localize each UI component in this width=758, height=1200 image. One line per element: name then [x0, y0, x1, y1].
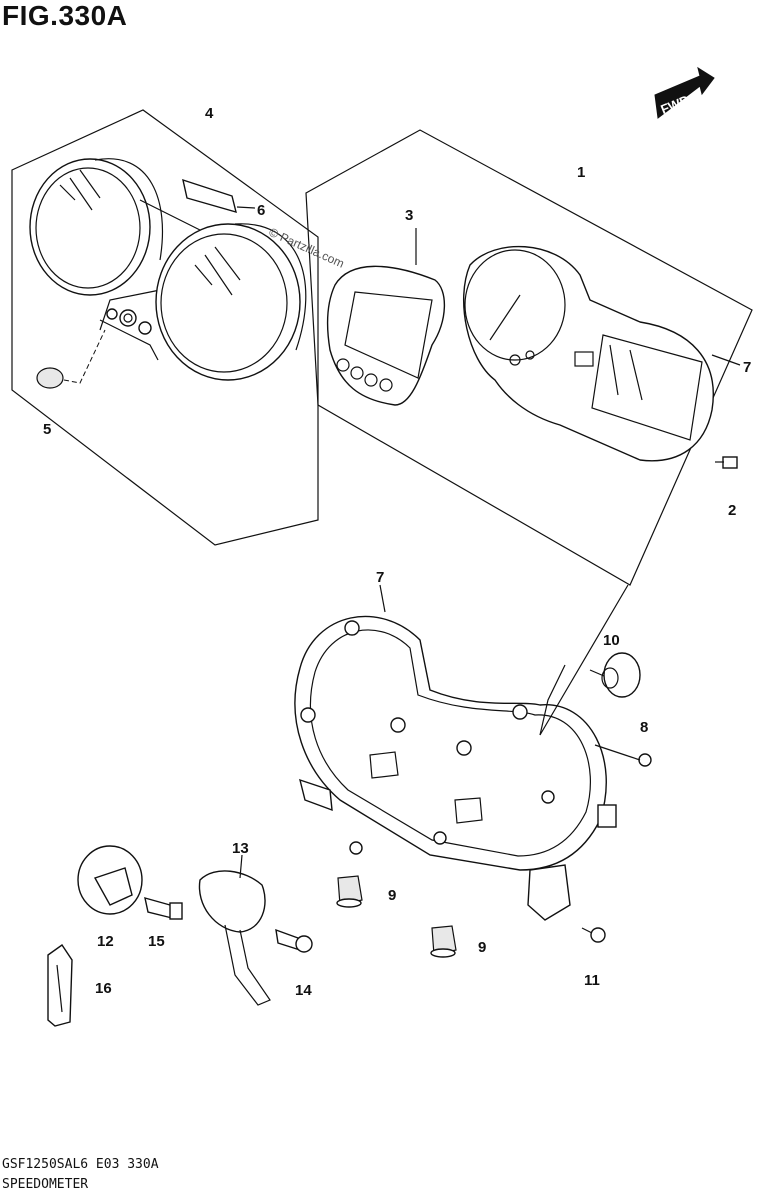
holder-part-12	[77, 845, 143, 915]
callout-7-top: 7	[743, 359, 751, 376]
gasket-part-3	[326, 228, 446, 406]
screw-part-15	[144, 897, 183, 920]
lens-cover	[29, 158, 307, 381]
cushion-part-9a	[336, 875, 363, 908]
callout-12: 12	[97, 933, 114, 950]
callout-11: 11	[584, 972, 600, 989]
cushion-part-9b	[430, 925, 457, 958]
screw-part-2	[715, 456, 738, 469]
cover-assembly-box	[11, 109, 319, 546]
callout-2: 2	[728, 502, 736, 519]
figure-name: SPEEDOMETER	[2, 1177, 89, 1192]
bulb-part-5	[36, 329, 106, 389]
screw-part-11	[581, 927, 606, 943]
meter-unit-part-1	[463, 245, 741, 469]
callout-3: 3	[405, 207, 413, 224]
screw-part-8	[594, 744, 652, 767]
screw-part-14	[275, 928, 313, 953]
callout-1: 1	[577, 164, 585, 181]
callout-9-b: 9	[478, 939, 486, 956]
clamp-part-16	[47, 944, 73, 1027]
callout-5: 5	[43, 421, 51, 438]
callout-8: 8	[640, 719, 648, 736]
callout-14: 14	[295, 982, 312, 999]
callout-6: 6	[257, 202, 265, 219]
figure-title: FIG.330A	[2, 0, 128, 31]
callout-13: 13	[232, 840, 249, 857]
callout-9-a: 9	[388, 887, 396, 904]
callout-15: 15	[148, 933, 165, 950]
figure-code: GSF1250SAL6 E03 330A	[2, 1157, 159, 1172]
meter-case-part-7	[294, 584, 629, 921]
callout-16: 16	[95, 980, 112, 997]
fwd-arrow-icon: FWD	[654, 66, 715, 119]
callout-10: 10	[603, 632, 620, 649]
callout-7-case: 7	[376, 569, 384, 586]
socket-part-13	[198, 854, 271, 1006]
callout-4: 4	[205, 105, 214, 122]
grommet-part-10	[589, 652, 641, 698]
